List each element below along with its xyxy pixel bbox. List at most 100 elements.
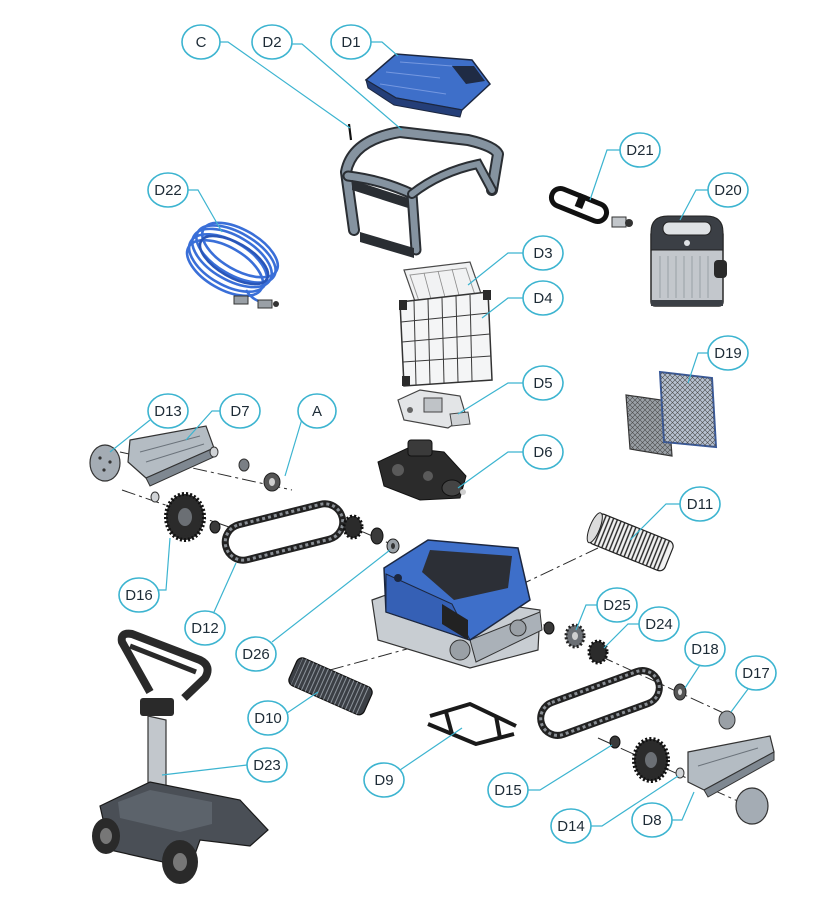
label-d17: D17 xyxy=(735,655,777,691)
leader-d22 xyxy=(188,189,223,233)
leader-d5 xyxy=(457,382,523,415)
label-d24: D24 xyxy=(638,606,680,642)
part-d23-caddy xyxy=(92,629,269,884)
label-text: D17 xyxy=(742,665,770,682)
leader-d4 xyxy=(481,297,523,319)
label-d23: D23 xyxy=(246,747,288,783)
part-d24-gear xyxy=(587,639,609,665)
label-d1: D1 xyxy=(330,24,372,60)
part-a-bearing xyxy=(263,472,281,492)
leader-d9 xyxy=(399,727,463,771)
leader-lines xyxy=(109,41,749,827)
part-spacer xyxy=(209,520,221,534)
part-d4-filter xyxy=(399,290,493,387)
label-d11: D11 xyxy=(679,486,721,522)
label-d8: D8 xyxy=(631,802,673,838)
leader-d8 xyxy=(670,791,695,821)
label-d3: D3 xyxy=(522,235,564,271)
label-d4: D4 xyxy=(522,280,564,316)
label-text: D9 xyxy=(374,772,393,789)
leader-d6 xyxy=(457,451,523,489)
label-text: D19 xyxy=(714,345,742,362)
part-d13-hubcap xyxy=(89,444,121,482)
label-d26: D26 xyxy=(235,636,277,672)
label-text: D1 xyxy=(341,34,360,51)
label-text: D7 xyxy=(230,403,249,420)
part-hubcap xyxy=(735,787,769,825)
leader-d21 xyxy=(589,149,620,201)
label-text: D3 xyxy=(533,245,552,262)
leader-d2 xyxy=(292,43,403,131)
label-d5: D5 xyxy=(522,365,564,401)
label-d14: D14 xyxy=(550,808,592,844)
leader-d20 xyxy=(679,189,708,221)
label-a: A xyxy=(297,393,337,429)
part-d16-wheel xyxy=(164,492,206,542)
part-d8-side-cover xyxy=(687,735,775,798)
leader-d14 xyxy=(590,775,679,827)
label-text: D18 xyxy=(691,641,719,658)
part-d10-brush xyxy=(288,657,373,716)
label-text: D4 xyxy=(533,290,552,307)
leader-d24 xyxy=(603,623,640,649)
leader-d1 xyxy=(371,41,399,57)
label-text: D8 xyxy=(642,812,661,829)
label-d7: D7 xyxy=(219,393,261,429)
label-text: D13 xyxy=(154,403,182,420)
part-right-track xyxy=(537,667,663,739)
label-text: D26 xyxy=(242,646,270,663)
part-robot-body xyxy=(371,539,543,669)
leader-d23 xyxy=(161,764,248,776)
part-spacer xyxy=(370,527,384,545)
label-text: D16 xyxy=(125,587,153,604)
label-d22: D22 xyxy=(147,172,189,208)
label-d19: D19 xyxy=(707,335,749,371)
leader-d3 xyxy=(467,252,523,286)
leader-d7 xyxy=(185,410,220,441)
label-text: D20 xyxy=(714,182,742,199)
label-d2: D2 xyxy=(251,24,293,60)
label-d21: D21 xyxy=(619,132,661,168)
leader-c xyxy=(220,41,351,129)
label-d18: D18 xyxy=(684,631,726,667)
label-text: A xyxy=(312,403,322,420)
label-d9: D9 xyxy=(363,762,405,798)
part-spacer xyxy=(543,621,555,635)
part-d14-washer xyxy=(675,767,685,779)
label-d25: D25 xyxy=(596,587,638,623)
label-d13: D13 xyxy=(147,393,189,429)
leader-d18 xyxy=(684,664,701,689)
label-text: C xyxy=(196,34,207,51)
callout-labels: C D2 D1 D21 D22 D20 D3 D4 D19 D5 D13 D7 … xyxy=(118,24,777,844)
part-d7-side-cover xyxy=(127,425,217,487)
leader-d25 xyxy=(575,604,598,631)
part-washer xyxy=(150,491,160,503)
label-text: D23 xyxy=(253,757,281,774)
part-d11-brush-roller xyxy=(586,512,674,572)
part-d25-gear xyxy=(564,623,586,649)
label-d16: D16 xyxy=(118,577,160,613)
label-d12: D12 xyxy=(184,610,226,646)
label-text: D12 xyxy=(191,620,219,637)
label-d15: D15 xyxy=(487,772,529,808)
part-d6-pump-motor xyxy=(377,439,467,501)
part-d15-spacer xyxy=(609,735,621,749)
part-d2-handle xyxy=(340,126,504,258)
label-text: D11 xyxy=(687,496,713,513)
part-d9-frame xyxy=(427,702,517,746)
part-washer xyxy=(238,458,250,472)
leader-d26 xyxy=(271,549,391,643)
leader-d11 xyxy=(629,503,680,541)
part-d17-cap xyxy=(718,710,736,730)
label-d20: D20 xyxy=(707,172,749,208)
part-d12-track xyxy=(221,500,347,564)
label-text: D5 xyxy=(533,375,552,392)
leader-d19 xyxy=(687,352,708,384)
leader-d13 xyxy=(109,419,151,453)
part-d22-cable xyxy=(185,221,280,309)
label-text: D24 xyxy=(645,616,673,633)
label-text: D22 xyxy=(154,182,182,199)
label-c: C xyxy=(181,24,221,60)
leader-d12 xyxy=(213,562,237,613)
part-d20-power-supply xyxy=(650,215,727,307)
